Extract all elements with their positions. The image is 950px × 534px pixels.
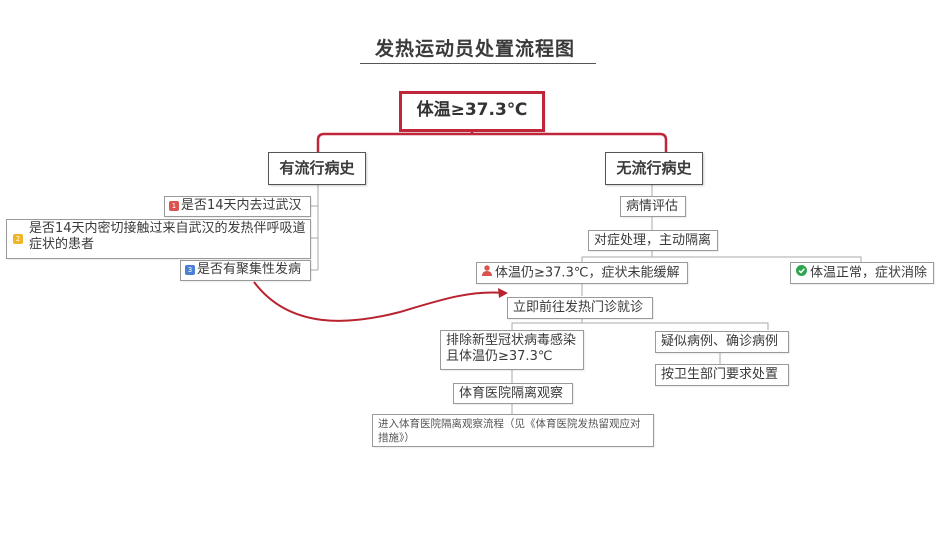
- suspected-confirmed-node: 疑似病例、确诊病例: [655, 331, 789, 353]
- outcome-normal: 体温正常，症状消除: [790, 262, 934, 284]
- outcome-persistent-text: 体温仍≥37.3℃，症状未能缓解: [495, 265, 680, 281]
- left-branch-node: 有流行病史: [268, 152, 366, 185]
- health-dept-handling-node: 按卫生部门要求处置: [655, 364, 789, 386]
- step-treatment-isolation: 对症处理，主动隔离: [588, 230, 718, 251]
- criterion-2-text: 是否14天内密切接触过来自武汉的发热伴呼吸道症状的患者: [29, 221, 306, 252]
- sports-hospital-observation-node: 体育医院隔离观察: [453, 383, 573, 404]
- root-node: 体温≥37.3℃: [399, 91, 545, 132]
- page-title: 发热运动员处置流程图: [374, 38, 575, 60]
- outcome-normal-text: 体温正常，症状消除: [810, 265, 928, 281]
- excluded-covid-node: 排除新型冠状病毒感染且体温仍≥37.3℃: [440, 330, 584, 370]
- badge-2-icon: 2: [13, 234, 23, 244]
- step-assessment: 病情评估: [620, 196, 686, 217]
- criterion-1-text: 是否14天内去过武汉: [181, 198, 302, 213]
- observation-process-node: 进入体育医院隔离观察流程（见《体育医院发热留观应对措施》）: [372, 414, 654, 447]
- right-branch-node: 无流行病史: [605, 152, 703, 185]
- criterion-3-text: 是否有聚集性发病: [197, 262, 302, 277]
- title-underline: [360, 63, 596, 64]
- badge-1-icon: 1: [169, 200, 179, 211]
- criterion-2: 2 是否14天内密切接触过来自武汉的发热伴呼吸道症状的患者: [6, 219, 311, 259]
- fever-clinic-node: 立即前往发热门诊就诊: [507, 297, 653, 319]
- person-icon: [482, 265, 492, 281]
- outcome-persistent-fever: 体温仍≥37.3℃，症状未能缓解: [476, 262, 688, 284]
- check-circle-icon: [796, 265, 807, 281]
- badge-3-icon: 3: [185, 264, 195, 275]
